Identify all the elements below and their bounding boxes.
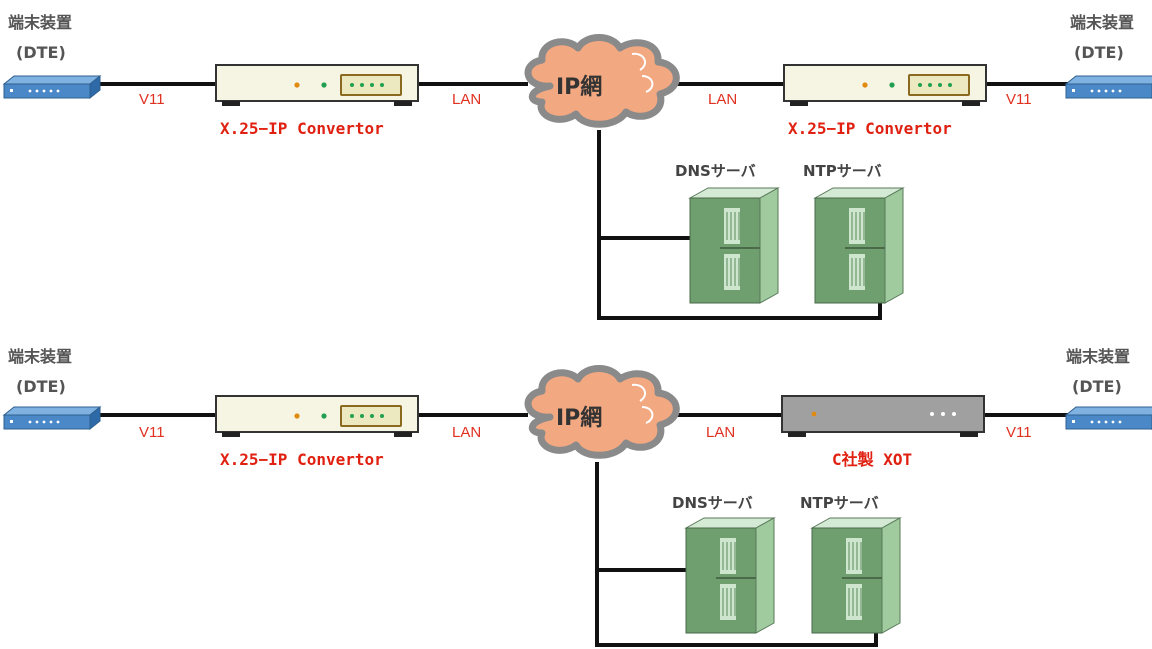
top-left-dte-label: 端末装置: [8, 13, 72, 32]
bottom-server-trunk-line: [595, 462, 878, 647]
top-left-dte-sublabel: (DTE): [16, 43, 66, 62]
top-left-lan-label: LAN: [452, 91, 481, 108]
bottom-left-dte-sublabel: (DTE): [16, 377, 66, 396]
top-ntp-server-icon: [814, 187, 904, 304]
top-right-lan-label: LAN: [708, 91, 737, 108]
bottom-left-dte-modem-icon: [3, 406, 101, 430]
top-links: [90, 82, 1072, 320]
bottom-right-device-label: C社製 XOT: [832, 450, 912, 469]
top-right-dte-label: 端末装置: [1070, 13, 1134, 32]
bottom-left-dte-label: 端末装置: [8, 347, 72, 366]
bottom-left-v11-label: V11: [139, 424, 165, 441]
top-left-v11-label: V11: [139, 91, 165, 108]
top-right-dte-modem-icon: [1065, 75, 1152, 99]
bottom-cloud-label: IP網: [556, 405, 602, 431]
bottom-right-xot-icon: [781, 395, 985, 438]
bottom-right-dte-label: 端末装置: [1066, 347, 1130, 366]
bottom-right-dte-sublabel: (DTE): [1072, 377, 1122, 396]
top-diagram: 端末装置 (DTE) V11 X.25−IP Convertor LAN IP網…: [3, 13, 1152, 320]
top-right-converter-icon: [783, 64, 987, 107]
bottom-dns-server-icon: [685, 517, 775, 634]
top-right-v11-label: V11: [1006, 91, 1032, 108]
bottom-left-device-label: X.25−IP Convertor: [220, 450, 384, 469]
top-left-converter-icon: [215, 64, 419, 107]
bottom-right-lan-label: LAN: [706, 424, 735, 441]
top-left-device-label: X.25−IP Convertor: [220, 119, 384, 138]
bottom-ntp-server-label: NTPサーバ: [800, 494, 879, 512]
bottom-links: [90, 413, 1072, 647]
top-ntp-server-label: NTPサーバ: [803, 162, 882, 180]
bottom-left-converter-icon: [215, 395, 419, 438]
bottom-right-v11-label: V11: [1006, 424, 1032, 441]
top-right-device-label: X.25−IP Convertor: [788, 119, 952, 138]
bottom-left-lan-label: LAN: [452, 424, 481, 441]
top-dns-server-label: DNSサーバ: [675, 162, 756, 180]
bottom-diagram: 端末装置 (DTE) V11 X.25−IP Convertor LAN IP網…: [3, 347, 1152, 647]
bottom-ntp-server-icon: [811, 517, 901, 634]
top-right-dte-sublabel: (DTE): [1074, 43, 1124, 62]
top-dns-server-icon: [689, 187, 779, 304]
bottom-right-dte-modem-icon: [1065, 406, 1152, 430]
top-left-dte-modem-icon: [3, 75, 101, 99]
top-cloud-label: IP網: [556, 74, 602, 100]
bottom-dns-server-label: DNSサーバ: [672, 494, 753, 512]
top-server-trunk-line: [597, 130, 882, 320]
